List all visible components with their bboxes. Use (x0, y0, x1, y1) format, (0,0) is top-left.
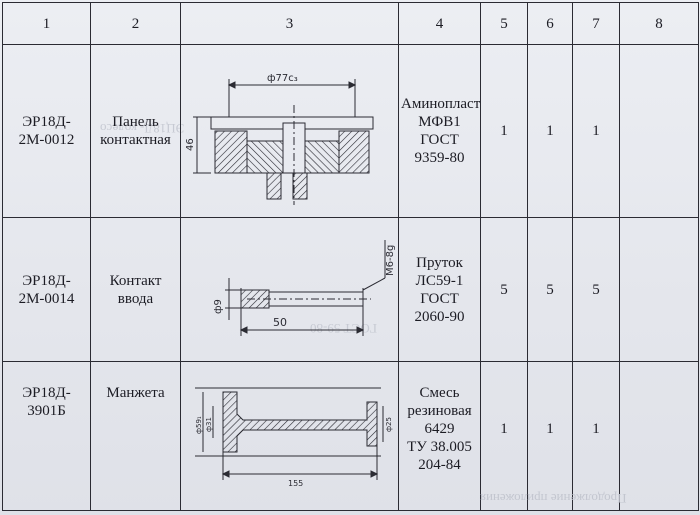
designation-line: ЭР18Д- (22, 385, 71, 401)
drawing-cell: 50 ф9 М6-8g (180, 217, 399, 362)
cuff-drawing: 155 ф59₁ ф31 ф25 (195, 387, 393, 488)
material-line: резиновая (407, 403, 472, 419)
col-header: 5 (480, 2, 528, 45)
qty-cell: 1 (572, 44, 620, 218)
name-cell: Манжета (90, 361, 181, 511)
col-header: 8 (619, 2, 699, 45)
designation-line: 2М-0014 (18, 290, 75, 307)
col-header: 3 (180, 2, 399, 45)
designation-line: 3901Б (27, 403, 66, 419)
length-dimension: 155 (288, 479, 303, 488)
bleed-through-text: Продолжение приложения (480, 491, 627, 506)
table-row: ЭР18Д- 3901Б Манжета (2, 361, 699, 511)
input-contact-drawing: 50 ф9 М6-8g (213, 240, 396, 336)
qty-cell: 5 (572, 217, 620, 362)
table-row: ЭР18Д- 2М-0014 Контакт ввода (2, 217, 699, 362)
designation-cell: ЭР18Д- 2М-0012 (2, 44, 91, 218)
material-line: 6429 (424, 421, 455, 437)
material-line: Аминопласт (401, 96, 481, 112)
name-line: ввода (117, 290, 154, 307)
qty-value: 1 (500, 421, 508, 437)
name-line: Панель (112, 114, 159, 130)
material-line: 2060-90 (414, 308, 465, 325)
material-cell: Смесь резиновая 6429 ТУ 38.005 204-84 (398, 361, 481, 511)
material-line: 204-84 (418, 457, 461, 473)
col-header: 4 (398, 2, 481, 45)
length-dimension: 50 (273, 316, 287, 329)
name-line: контактная (100, 132, 171, 148)
mid-diameter-dimension: ф31 (205, 417, 213, 432)
material-line: ГОСТ (420, 290, 459, 307)
col-header: 7 (572, 2, 620, 45)
table-row: ЭР18Д- 2М-0012 Панель контактная (2, 44, 699, 218)
designation-line: 2М-0012 (18, 132, 75, 148)
designation-line: ЭР18Д- (22, 272, 71, 289)
material-line: ЛС59-1 (415, 272, 464, 289)
material-cell: Пруток ЛС59-1 ГОСТ 2060-90 (398, 217, 481, 362)
thread-dimension: М6-8g (385, 245, 396, 276)
material-cell: Аминопласт МФВ1 ГОСТ 9359-80 (398, 44, 481, 218)
contact-panel-drawing: ф77с₃ 46 (185, 73, 374, 205)
qty-cell: 1 (480, 44, 528, 218)
name-line: Контакт (109, 272, 162, 289)
right-diameter-dimension: ф25 (385, 417, 393, 432)
qty-cell: 5 (480, 217, 528, 362)
qty-cell: 1 (527, 361, 573, 511)
note-cell (619, 361, 699, 511)
material-line: МФВ1 (418, 114, 461, 130)
drawing-cell: 155 ф59₁ ф31 ф25 (180, 361, 399, 511)
col-header: 1 (2, 2, 91, 45)
height-dimension: 46 (185, 138, 196, 151)
drawing-cell: ф77с₃ 46 (180, 44, 399, 218)
qty-value: 1 (592, 421, 600, 437)
qty-cell: 1 (527, 44, 573, 218)
designation-cell: ЭР18Д- 2М-0014 (2, 217, 91, 362)
col-header: 2 (90, 2, 181, 45)
material-line: ГОСТ (420, 132, 459, 148)
material-line: Пруток (416, 254, 463, 271)
material-line: ТУ 38.005 (407, 439, 472, 455)
name-cell: Контакт ввода (90, 217, 181, 362)
qty-value: 1 (546, 421, 554, 437)
header-row: 1 2 3 4 5 6 7 8 (2, 2, 699, 45)
qty-cell: 1 (572, 361, 620, 511)
material-line: Смесь (419, 385, 460, 401)
qty-cell: 5 (527, 217, 573, 362)
diameter-dimension: ф9 (213, 299, 224, 314)
designation-cell: ЭР18Д- 3901Б (2, 361, 91, 511)
name-cell: Панель контактная (90, 44, 181, 218)
name-line: Манжета (106, 385, 165, 401)
qty-cell: 1 (480, 361, 528, 511)
designation-line: ЭР18Д- (22, 114, 71, 130)
material-line: 9359-80 (414, 150, 465, 166)
note-cell (619, 44, 699, 218)
col-header: 6 (527, 2, 573, 45)
outer-diameter-dimension: ф59₁ (195, 416, 203, 434)
diameter-dimension: ф77с₃ (267, 73, 298, 84)
note-cell (619, 217, 699, 362)
